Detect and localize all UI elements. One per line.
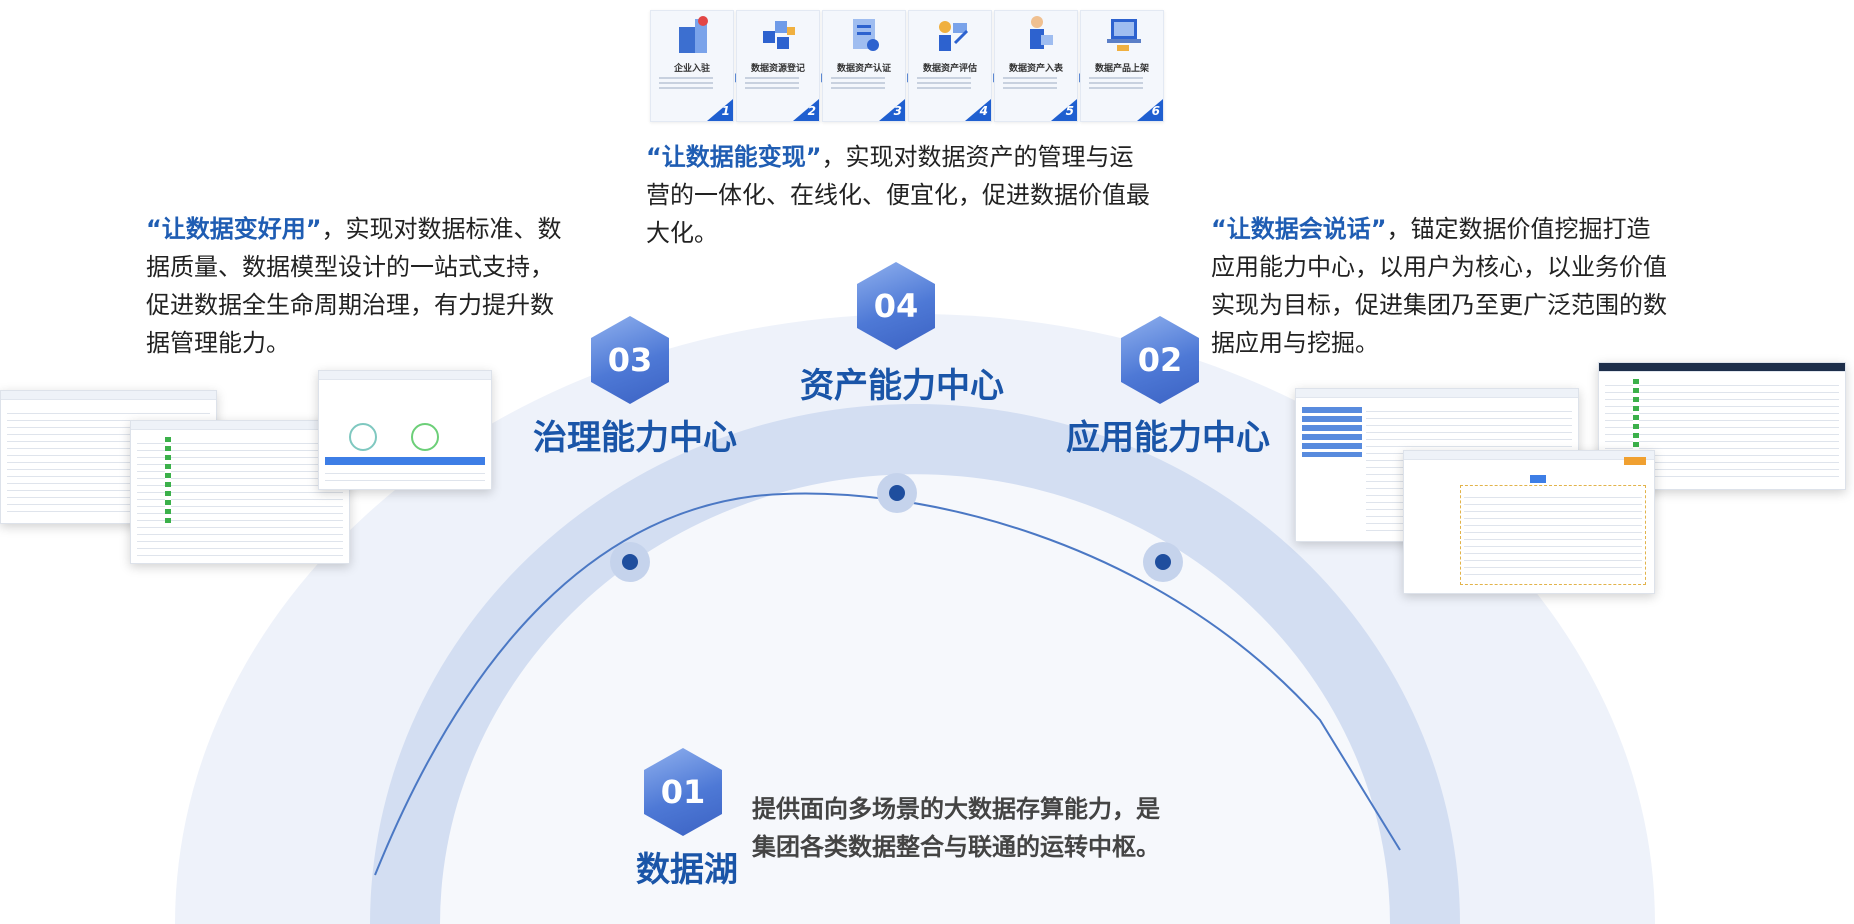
- flow-step-1: 企业入驻 1: [650, 10, 734, 122]
- description-line1: 提供面向多场景的大数据存算能力，是: [752, 795, 1160, 823]
- center-title-01: 数据湖: [636, 850, 738, 890]
- flow-step-title: 数据资产评估: [922, 64, 977, 74]
- node-04: [877, 473, 917, 513]
- flow-step-5: 数据资产入表 5: [994, 10, 1078, 122]
- flow-step-2: 数据资源登记 2: [736, 10, 820, 122]
- description-highlight: “让数据能变现”: [646, 143, 822, 171]
- governance-screenshot-3: [318, 370, 492, 490]
- description-03: “让数据变好用”，实现对数据标准、数据质量、数据模型设计的一站式支持，促进数据全…: [146, 210, 566, 362]
- flow-step-title: 数据资产入表: [1008, 64, 1063, 74]
- description-highlight: “让数据变好用”: [146, 215, 322, 243]
- center-title-03: 治理能力中心: [533, 418, 737, 458]
- laptop-icon: [1107, 19, 1141, 51]
- flow-step-number: 6: [1137, 99, 1163, 121]
- connector-line: [374, 492, 1401, 876]
- description-text: ，实现对数据资产的管理与运营的一体化、在线化、便宜化，促进数据价值最大化。: [646, 143, 1150, 247]
- flow-step-3: 数据资产认证 3: [822, 10, 906, 122]
- certificate-icon: [853, 19, 879, 51]
- node-03: [610, 542, 650, 582]
- ledger-icon: [1030, 16, 1053, 49]
- description-line2: 集团各类数据整合与联通的运转中枢。: [752, 833, 1160, 861]
- flow-step-title: 企业入驻: [673, 64, 710, 74]
- node-02: [1143, 542, 1183, 582]
- hex-badge-01: 01: [644, 748, 722, 836]
- description-04: “让数据能变现”，实现对数据资产的管理与运营的一体化、在线化、便宜化，促进数据价…: [646, 138, 1156, 252]
- description-text: ，锚定数据价值挖掘打造应用能力中心，以用户为核心，以业务价值实现为目标，促进集团…: [1211, 215, 1667, 357]
- description-01: 提供面向多场景的大数据存算能力，是 集团各类数据整合与联通的运转中枢。: [752, 790, 1192, 866]
- flow-step-number: 3: [879, 99, 905, 121]
- flow-step-number: 5: [1051, 99, 1077, 121]
- flow-step-number: 2: [793, 99, 819, 121]
- evaluation-icon: [939, 21, 969, 51]
- application-screenshot-3: [1403, 450, 1655, 594]
- description-02: “让数据会说话”，锚定数据价值挖掘打造应用能力中心，以用户为核心，以业务价值实现…: [1211, 210, 1673, 362]
- center-title-02: 应用能力中心: [1066, 418, 1270, 458]
- flow-step-title: 数据资产认证: [836, 64, 891, 74]
- building-icon: [679, 16, 708, 53]
- description-highlight: “让数据会说话”: [1211, 215, 1387, 243]
- blocks-icon: [763, 21, 795, 49]
- center-title-04: 资产能力中心: [800, 366, 1004, 406]
- flow-step-6: 数据产品上架 6: [1080, 10, 1164, 122]
- description-text: ，实现对数据标准、数据质量、数据模型设计的一站式支持，促进数据全生命周期治理，有…: [146, 215, 562, 357]
- governance-screenshot-2: [130, 420, 350, 564]
- flow-step-number: 1: [707, 99, 733, 121]
- flow-step-title: 数据资源登记: [750, 64, 805, 74]
- flow-step-4: 数据资产评估 4: [908, 10, 992, 122]
- flow-step-number: 4: [965, 99, 991, 121]
- flow-step-title: 数据产品上架: [1094, 64, 1149, 74]
